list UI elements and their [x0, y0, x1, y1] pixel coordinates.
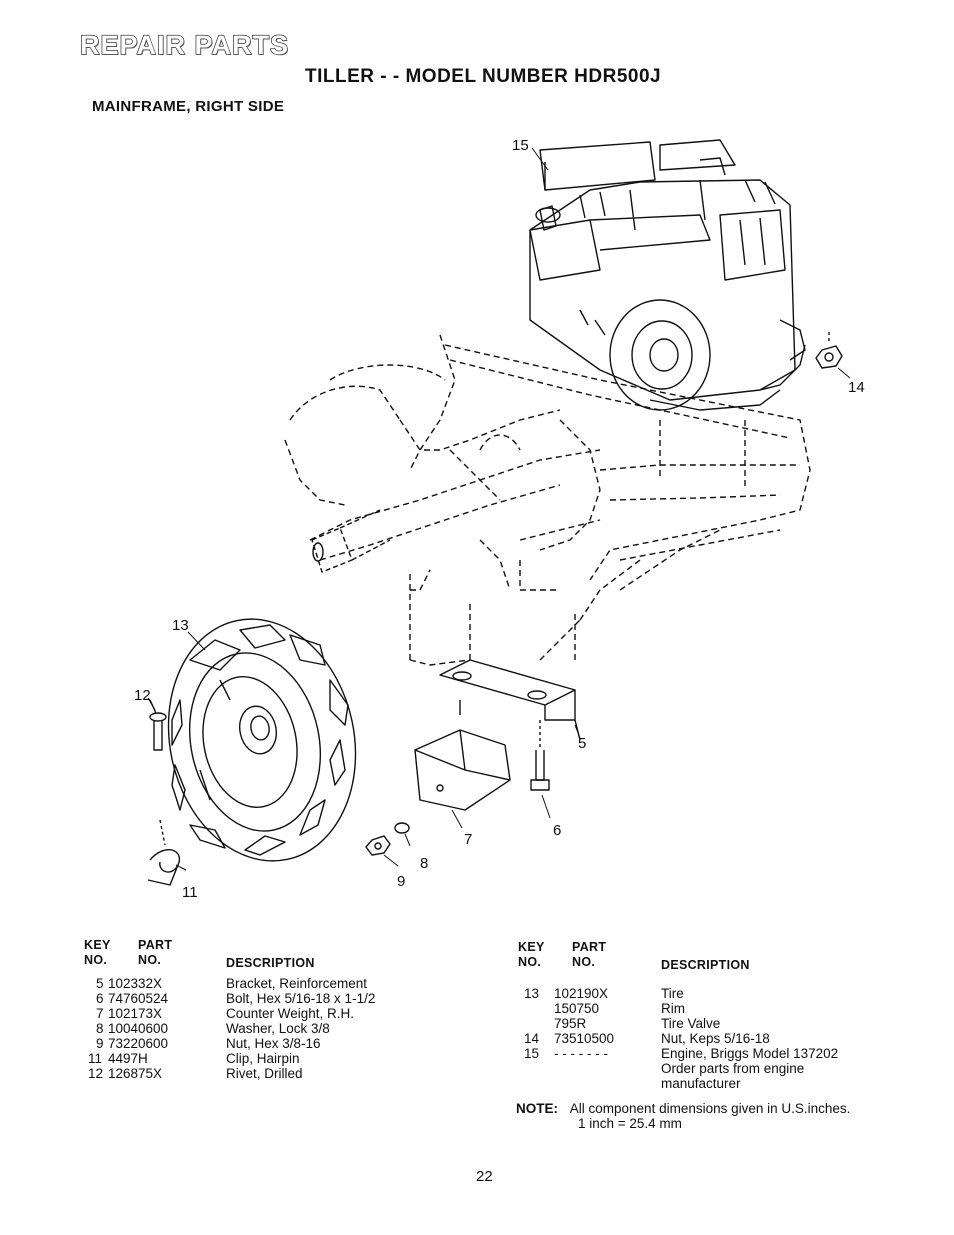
part-no-header: PART NO.	[138, 938, 173, 967]
key-no-header: KEY NO.	[518, 940, 545, 969]
callout-15: 15	[512, 137, 529, 154]
rivet-drawing	[149, 699, 167, 751]
axle-shaft-drawing	[311, 509, 391, 573]
callout-14: 14	[848, 379, 865, 396]
callout-5: 5	[578, 735, 586, 752]
engine-drawing	[529, 139, 806, 411]
callout-6: 6	[553, 822, 561, 839]
description-header: DESCRIPTION	[226, 956, 315, 970]
callout-7: 7	[464, 831, 472, 848]
counter-weight-drawing	[414, 729, 511, 811]
note-line-2: 1 inch = 25.4 mm	[578, 1116, 682, 1131]
parts-table-right: KEY NO. PART NO. DESCRIPTION 13 102190X …	[518, 940, 839, 1091]
page-number: 22	[476, 1168, 493, 1185]
model-subtitle: TILLER - - MODEL NUMBER HDR500J	[305, 66, 662, 87]
note-line-1: All component dimensions given in U.S.in…	[569, 1101, 851, 1116]
callout-9: 9	[397, 873, 405, 890]
keps-nut-drawing	[815, 332, 843, 369]
key-no-header: KEY NO.	[84, 938, 111, 967]
dimensions-note: NOTE: All component dimensions given in …	[516, 1101, 850, 1131]
hex-bolt-drawing	[530, 720, 550, 791]
tire-drawing	[167, 618, 357, 862]
exploded-parts-diagram: 15 14 13 12 5 6 7 8 9 11	[0, 120, 954, 920]
callout-8: 8	[420, 855, 428, 872]
section-title: MAINFRAME, RIGHT SIDE	[92, 98, 285, 115]
callout-13: 13	[172, 617, 189, 634]
reinforcement-bracket-drawing	[439, 659, 581, 741]
note-label: NOTE:	[516, 1101, 558, 1116]
callout-12: 12	[134, 687, 151, 704]
hex-nut-drawing	[365, 835, 391, 856]
callout-11: 11	[182, 884, 198, 901]
part-no-header: PART NO.	[572, 940, 607, 969]
mainframe-drawing	[284, 334, 811, 666]
page-title: REPAIR PARTS	[79, 29, 290, 60]
leader-lines	[147, 147, 851, 871]
lock-washer-drawing	[394, 822, 410, 834]
description-header: DESCRIPTION	[661, 958, 750, 972]
parts-table-left: KEY NO. PART NO. DESCRIPTION 5 102332X B…	[84, 938, 376, 1081]
hairpin-clip-drawing	[147, 819, 181, 886]
